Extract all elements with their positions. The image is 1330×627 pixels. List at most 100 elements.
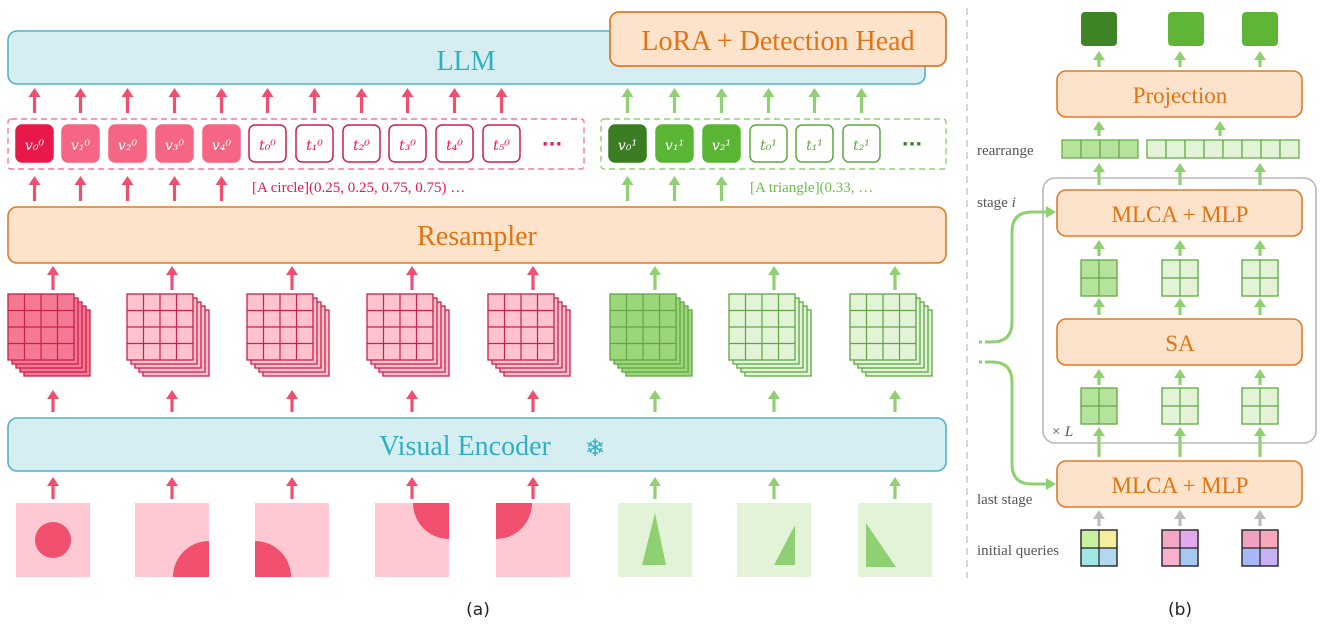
input-image-circle-center bbox=[16, 503, 90, 577]
initial-queries-label: initial queries bbox=[977, 543, 1059, 559]
b-up-arrow bbox=[1254, 369, 1266, 385]
lora-detection-head-label: LoRA + Detection Head bbox=[641, 26, 914, 57]
projection-block bbox=[1056, 70, 1303, 118]
initial-query-grid bbox=[1161, 529, 1199, 567]
query-grids bbox=[1080, 259, 1279, 567]
caption-b: (b) bbox=[1168, 600, 1192, 620]
image-up-arrow bbox=[527, 477, 539, 499]
green-token: v₁¹ bbox=[655, 124, 694, 163]
resampler-up-arrow bbox=[715, 176, 728, 201]
b-up-arrow bbox=[1214, 121, 1226, 136]
resampler-up-arrow bbox=[668, 176, 681, 201]
token-up-arrow bbox=[215, 88, 228, 113]
lora-detection-head-block bbox=[609, 11, 947, 67]
grid-up-arrow bbox=[286, 266, 298, 290]
feed-line-upper bbox=[978, 210, 1049, 344]
b-up-arrow-gray bbox=[1093, 510, 1105, 526]
mlca-mlp-block bbox=[1056, 189, 1303, 237]
token-to-llm-arrows bbox=[28, 88, 868, 113]
feature-grid-stack bbox=[609, 293, 693, 377]
token-up-arrow bbox=[448, 88, 461, 113]
grid-up-arrow bbox=[649, 266, 661, 290]
green-token-label: v₀¹ bbox=[618, 138, 637, 154]
query-grid bbox=[1161, 387, 1199, 425]
stage-i-label: stage i bbox=[977, 195, 1016, 211]
query-grid bbox=[1080, 259, 1118, 297]
resampler-up-arrow bbox=[215, 176, 228, 201]
token-up-arrow bbox=[495, 88, 508, 113]
resampler-block bbox=[7, 206, 947, 264]
pink-token: t₁⁰ bbox=[295, 124, 334, 163]
caption-a: (a) bbox=[466, 600, 490, 620]
grid-up-arrow bbox=[768, 266, 780, 290]
grid-up-arrow bbox=[47, 266, 59, 290]
mlca-mlp-label: MLCA + MLP bbox=[1112, 202, 1249, 227]
grid-up-arrow bbox=[889, 266, 901, 290]
green-token: v₂¹ bbox=[702, 124, 741, 163]
b-up-arrow bbox=[1174, 369, 1186, 385]
image-up-arrow bbox=[406, 477, 418, 499]
b-up-arrow bbox=[1093, 51, 1105, 67]
input-image-triangle-narrow bbox=[618, 503, 692, 577]
b-up-arrow bbox=[1254, 51, 1266, 67]
green-token-group bbox=[600, 118, 947, 170]
b-up-arrow bbox=[1174, 240, 1186, 256]
mlca-mlp-last-label: MLCA + MLP bbox=[1112, 473, 1249, 498]
feature-grid-stack bbox=[366, 293, 450, 377]
grid-up-arrow bbox=[166, 266, 178, 290]
pink-token-label: t₀⁰ bbox=[259, 138, 276, 154]
feed-arrowhead bbox=[1046, 478, 1056, 490]
pink-token-label: t₄⁰ bbox=[446, 138, 463, 154]
pink-token: v₃⁰ bbox=[155, 124, 194, 163]
initial-query-grid bbox=[1080, 529, 1118, 567]
green-token-label: v₂¹ bbox=[712, 138, 731, 154]
pink-token-label: t₁⁰ bbox=[306, 138, 323, 154]
token-up-arrow bbox=[355, 88, 368, 113]
feature-grid-stack bbox=[246, 293, 330, 377]
token-up-arrow bbox=[715, 88, 728, 113]
pink-token: t₂⁰ bbox=[342, 124, 381, 163]
token-strip bbox=[1146, 139, 1300, 159]
pink-token: t₃⁰ bbox=[388, 124, 427, 163]
b-up-arrow bbox=[1254, 163, 1266, 185]
feature-grid-stack bbox=[487, 293, 571, 377]
b-up-arrow bbox=[1093, 240, 1105, 256]
green-token-label: t₂¹ bbox=[853, 138, 870, 154]
token-up-arrow bbox=[308, 88, 321, 113]
b-up-arrow bbox=[1093, 369, 1105, 385]
encoder-up-arrow bbox=[47, 390, 59, 412]
input-images bbox=[16, 503, 932, 577]
token-up-arrow bbox=[121, 88, 134, 113]
image-up-arrow bbox=[47, 477, 59, 499]
snowflake-icon: ❄ bbox=[585, 434, 605, 462]
token-up-arrow bbox=[808, 88, 821, 113]
image-up-arrow bbox=[889, 477, 901, 499]
pink-token-label: v₃⁰ bbox=[165, 138, 185, 154]
pink-token-label: v₄⁰ bbox=[212, 138, 232, 154]
query-grid bbox=[1161, 259, 1199, 297]
grid-up-arrow bbox=[527, 266, 539, 290]
b-up-arrow bbox=[1174, 163, 1186, 185]
mlca-mlp-last-block bbox=[1056, 460, 1303, 508]
side-feed-connectors bbox=[976, 206, 1056, 490]
b-up-arrow bbox=[1174, 427, 1186, 457]
input-image-quarter-circle-bottom-left bbox=[255, 503, 329, 577]
encoder-up-arrow bbox=[527, 390, 539, 412]
sa-block bbox=[1056, 318, 1303, 366]
green-token: t₀¹ bbox=[749, 124, 788, 163]
grid-up-arrow bbox=[406, 266, 418, 290]
b-up-arrow bbox=[1093, 163, 1105, 185]
b-up-arrow bbox=[1093, 121, 1105, 136]
encoder-up-arrow bbox=[406, 390, 418, 412]
b-up-arrow bbox=[1174, 298, 1186, 315]
resampler-up-arrow bbox=[168, 176, 181, 201]
resampler-up-arrow bbox=[74, 176, 87, 201]
resampler-up-arrow bbox=[28, 176, 41, 201]
encoder-up-arrow bbox=[649, 390, 661, 412]
pink-token-label: v₁⁰ bbox=[71, 138, 91, 154]
sa-label: SA bbox=[1165, 331, 1195, 356]
feature-grid-stacks bbox=[7, 293, 933, 377]
image-up-arrow bbox=[768, 477, 780, 499]
token-strip bbox=[1061, 139, 1139, 159]
